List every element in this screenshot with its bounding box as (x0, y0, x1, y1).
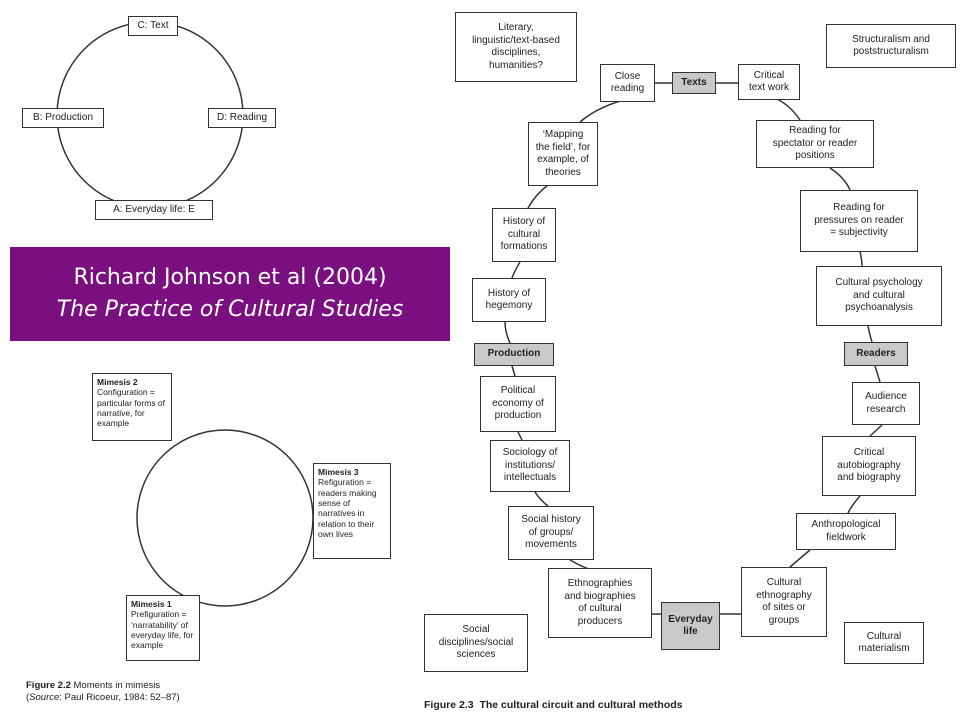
node-anthropological-fieldwork: Anthropological fieldwork (796, 513, 896, 550)
node-c-text: C: Text (128, 16, 178, 36)
node-cultural-psychology: Cultural psychology and cultural psychoa… (816, 266, 942, 326)
banner-book-title: The Practice of Cultural Studies (56, 297, 404, 322)
mimesis-1-text: Prefiguration = ‘narratability’ of every… (131, 609, 194, 651)
node-social-disciplines: Social disciplines/social sciences (424, 614, 528, 672)
figure-2-2-title: Moments in mimesis (73, 680, 161, 691)
node-readers: Readers (844, 342, 908, 366)
node-critical-text-work: Critical text work (738, 64, 800, 100)
mimesis-2-text: Configuration = particular forms of narr… (97, 387, 166, 429)
node-d-reading: D: Reading (208, 108, 276, 128)
node-history-hegemony: History of hegemony (472, 278, 546, 322)
cultural-circuit-path (504, 82, 883, 615)
node-audience-research: Audience research (852, 382, 920, 425)
node-ethnographies: Ethnographies and biographies of cultura… (548, 568, 652, 638)
mimesis-2-title: Mimesis 2 (97, 377, 138, 387)
figure-2-3-title: The cultural circuit and cultural method… (479, 699, 683, 711)
node-critical-autobiography: Critical autobiography and biography (822, 436, 916, 496)
node-reading-spectator: Reading for spectator or reader position… (756, 120, 874, 168)
node-b-production: B: Production (22, 108, 104, 128)
node-social-history: Social history of groups/ movements (508, 506, 594, 560)
mimesis-3-title: Mimesis 3 (318, 467, 359, 477)
node-literary-disciplines: Literary, linguistic/text-based discipli… (455, 12, 577, 82)
figure-2-2-label: Figure 2.2 (26, 680, 71, 691)
node-structuralism: Structuralism and poststructuralism (826, 24, 956, 68)
node-cultural-materialism: Cultural materialism (844, 622, 924, 664)
mimesis-3-box: Mimesis 3 Refiguration = readers making … (313, 463, 391, 559)
node-mapping-the-field: ‘Mapping the field’, for example, of the… (528, 122, 598, 186)
node-texts: Texts (672, 72, 716, 94)
figure-2-3-caption: Figure 2.3 The cultural circuit and cult… (424, 699, 844, 712)
mimesis-1-title: Mimesis 1 (131, 599, 172, 609)
mimesis-circle (136, 429, 314, 607)
banner-author: Richard Johnson et al (2004) (73, 265, 387, 291)
node-a-everyday-life: A: Everyday life: E (95, 200, 213, 220)
mimesis-1-box: Mimesis 1 Prefiguration = ‘narratability… (126, 595, 200, 661)
node-close-reading: Close reading (600, 64, 655, 102)
figure-2-2-caption: Figure 2.2 Moments in mimesis (Source: P… (26, 680, 180, 703)
figure-2-2-source-label: Source (29, 691, 60, 703)
node-political-economy: Political economy of production (480, 376, 556, 432)
node-reading-pressures: Reading for pressures on reader = subjec… (800, 190, 918, 252)
title-banner: Richard Johnson et al (2004) The Practic… (10, 247, 450, 341)
node-sociology-institutions: Sociology of institutions/ intellectuals (490, 440, 570, 492)
mimesis-2-box: Mimesis 2 Configuration = particular for… (92, 373, 172, 441)
node-production: Production (474, 343, 554, 366)
node-history-cultural-formations: History of cultural formations (492, 208, 556, 262)
node-everyday-life: Everyday life (661, 602, 720, 650)
figure-2-3-label: Figure 2.3 (424, 699, 474, 711)
figure-2-2-source: : Paul Ricoeur, 1984: 52–87) (59, 691, 180, 703)
mimesis-3-text: Refiguration = readers making sense of n… (318, 477, 377, 540)
node-cultural-ethnography: Cultural ethnography of sites or groups (741, 567, 827, 637)
